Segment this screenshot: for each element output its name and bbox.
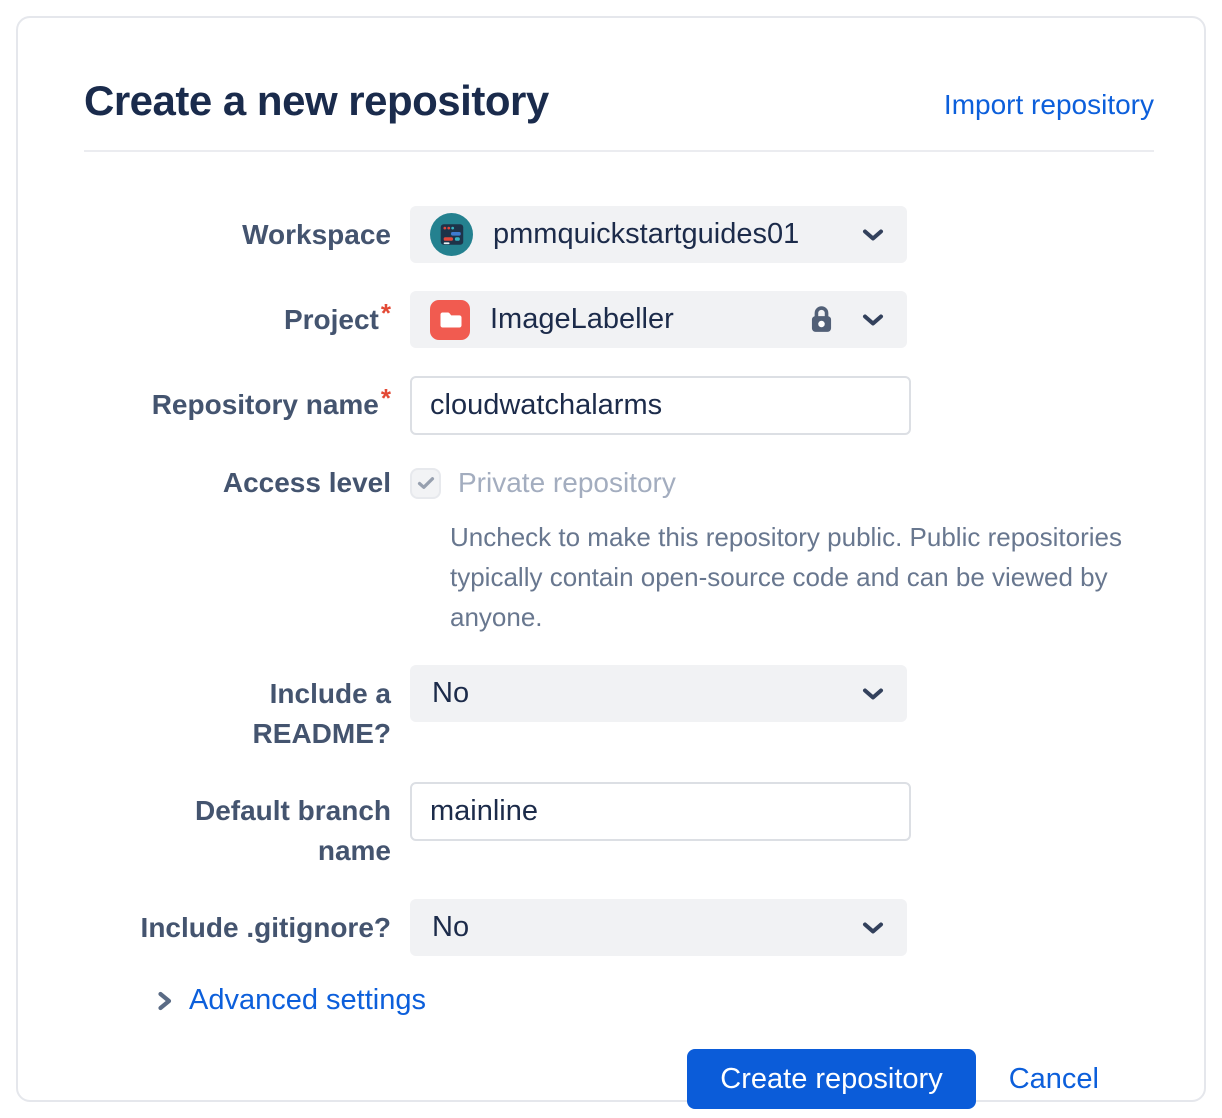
- lock-icon: [808, 304, 835, 335]
- page-title: Create a new repository: [84, 77, 549, 124]
- check-icon: [417, 476, 435, 490]
- project-value: ImageLabeller: [490, 303, 674, 336]
- import-repository-link[interactable]: Import repository: [943, 89, 1154, 121]
- header-divider: [84, 150, 1154, 153]
- create-repository-dialog: Create a new repository Import repositor…: [16, 16, 1206, 1110]
- workspace-select[interactable]: pmmquickstartguides01: [410, 206, 907, 264]
- required-asterisk: *: [380, 298, 391, 329]
- dialog-actions: Create repository Cancel: [84, 1049, 1154, 1110]
- project-select[interactable]: ImageLabeller: [410, 291, 907, 349]
- create-repository-button[interactable]: Create repository: [687, 1049, 976, 1110]
- workspace-label: Workspace: [242, 219, 391, 251]
- required-asterisk: *: [380, 383, 391, 414]
- workspace-avatar: [430, 213, 473, 257]
- dialog-header: Create a new repository Import repositor…: [84, 77, 1154, 124]
- create-repository-form: Workspace: [84, 206, 1154, 1110]
- include-gitignore-label: Include .gitignore?: [140, 912, 391, 944]
- advanced-settings-label: Advanced settings: [189, 984, 426, 1017]
- workspace-row: Workspace: [131, 206, 1154, 264]
- include-readme-label: Include a README?: [252, 678, 391, 750]
- private-repository-label: Private repository: [458, 467, 676, 499]
- private-repository-checkbox: [410, 467, 441, 499]
- project-label: Project*: [283, 298, 391, 336]
- repository-name-input[interactable]: [410, 376, 911, 436]
- default-branch-input[interactable]: [410, 782, 911, 842]
- cancel-button[interactable]: Cancel: [1008, 1062, 1099, 1095]
- chevron-down-icon: [862, 921, 884, 935]
- include-readme-row: Include a README? No: [131, 665, 1154, 754]
- default-branch-row: Default branch name: [131, 782, 1154, 871]
- chevron-down-icon: [862, 313, 884, 327]
- include-gitignore-select[interactable]: No: [410, 899, 907, 957]
- chevron-down-icon: [862, 228, 884, 242]
- workspace-value: pmmquickstartguides01: [493, 218, 800, 251]
- project-folder-icon: [430, 299, 470, 340]
- include-readme-select[interactable]: No: [410, 665, 907, 723]
- chevron-down-icon: [862, 687, 884, 701]
- include-readme-value: No: [432, 677, 470, 710]
- chevron-right-icon: [156, 989, 174, 1013]
- access-level-label: Access level: [222, 467, 391, 499]
- repository-name-row: Repository name*: [131, 376, 1154, 436]
- include-gitignore-row: Include .gitignore? No: [131, 899, 1154, 957]
- default-branch-label: Default branch name: [194, 795, 391, 867]
- access-level-help-text: Uncheck to make this repository public. …: [450, 522, 1122, 633]
- advanced-settings-toggle[interactable]: Advanced settings: [156, 984, 1154, 1017]
- repository-name-label: Repository name*: [151, 383, 391, 421]
- access-level-row: Access level Private repository Uncheck …: [131, 463, 1154, 637]
- project-row: Project* ImageLabeller: [131, 291, 1154, 349]
- include-gitignore-value: No: [432, 911, 470, 944]
